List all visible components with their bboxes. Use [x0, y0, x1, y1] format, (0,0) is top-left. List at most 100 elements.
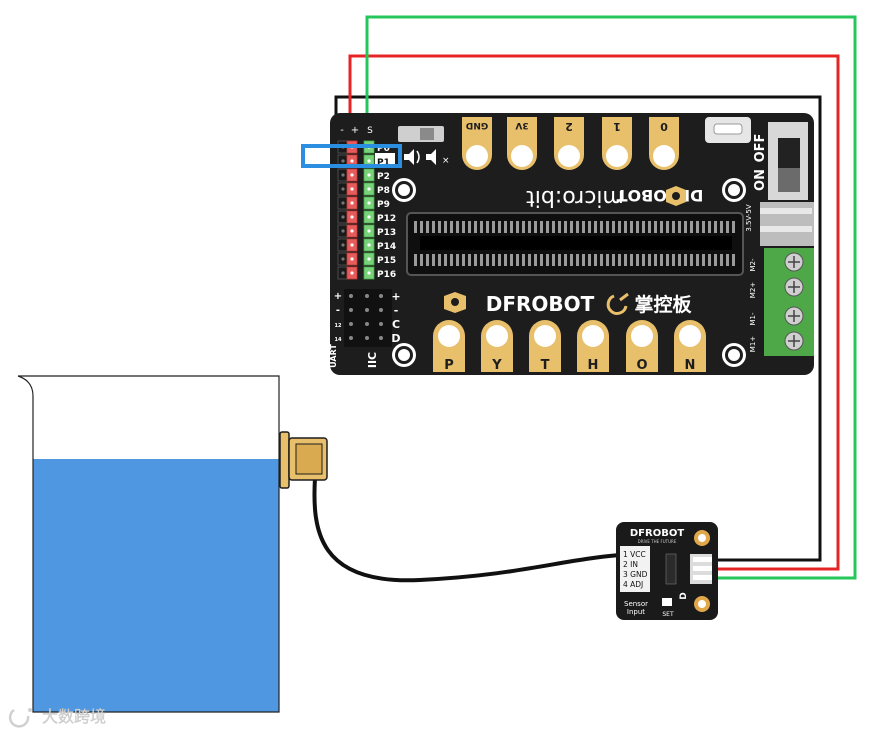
wire-black	[334, 95, 822, 562]
edge-pin	[552, 221, 555, 233]
sensor-pin-label: 3 GND	[623, 570, 648, 579]
header-pin-hole	[367, 243, 371, 247]
header-pin	[365, 294, 369, 298]
edge-pin	[498, 221, 501, 233]
edge-pin	[612, 254, 615, 266]
edge-pin	[588, 254, 591, 266]
header-pin	[349, 322, 353, 326]
header-pin-hole	[367, 201, 371, 205]
gold-pad-hole	[486, 325, 508, 347]
iic-pin-label: C	[392, 318, 400, 331]
edge-pin	[426, 254, 429, 266]
edge-pin	[522, 254, 525, 266]
edge-pin	[504, 254, 507, 266]
edge-pin	[576, 254, 579, 266]
edge-pin	[444, 221, 447, 233]
set-button[interactable]	[662, 598, 672, 606]
power-switch-lever-bottom	[778, 168, 800, 192]
edge-pin	[666, 221, 669, 233]
pad-letter: N	[685, 358, 696, 373]
uart-pin-label: +	[334, 291, 342, 302]
pin-label: P12	[377, 214, 396, 224]
voltage-label: 3.5V-5V	[745, 204, 753, 231]
header-pin-hole	[341, 243, 345, 247]
mpython-logo-icon	[606, 292, 629, 315]
edge-pin	[606, 221, 609, 233]
header-pin	[379, 336, 383, 340]
edge-pin	[558, 221, 561, 233]
probe-cable	[312, 477, 621, 583]
header-pin-hole	[341, 159, 345, 163]
edge-pin	[468, 221, 471, 233]
pad-label: 0	[660, 120, 668, 133]
header-pin	[379, 294, 383, 298]
edge-pin	[678, 221, 681, 233]
mount-hole-center	[728, 184, 740, 196]
power-on-label: ON	[753, 169, 768, 191]
p1-label-bg	[375, 153, 395, 165]
edge-pin	[732, 221, 735, 233]
edge-pin	[636, 221, 639, 233]
header-pin-hole	[367, 257, 371, 261]
edge-pin	[636, 254, 639, 266]
pin-label: P14	[377, 242, 396, 252]
gold-pad-hole	[606, 145, 628, 167]
edge-pin	[720, 254, 723, 266]
product-label: micro:bit	[526, 185, 624, 210]
header-pin-hole	[350, 229, 354, 233]
header-pin-hole	[350, 159, 354, 163]
pad-letter: O	[636, 358, 647, 373]
edge-pin	[462, 221, 465, 233]
edge-pin	[510, 221, 513, 233]
edge-pin	[474, 221, 477, 233]
edge-pin	[510, 254, 513, 266]
motor-label: M2+	[749, 282, 757, 298]
edge-pin	[714, 221, 717, 233]
edge-pin	[672, 221, 675, 233]
pad-label: GND	[466, 120, 488, 130]
power-off-label: OFF	[753, 134, 768, 163]
edge-pin	[468, 254, 471, 266]
sensor-input-connector	[620, 546, 650, 592]
edge-pin	[558, 254, 561, 266]
sensor-chip	[665, 553, 677, 585]
header-pin-hole	[341, 187, 345, 191]
mounting-holes	[392, 178, 746, 367]
pad-letter: H	[588, 358, 599, 373]
wire-red	[348, 54, 840, 571]
edge-pin	[690, 254, 693, 266]
sensor-tagline: DRIVE THE FUTURE	[638, 539, 677, 544]
edge-pin	[642, 221, 645, 233]
pin-label: P2	[377, 172, 390, 182]
edge-pin	[630, 221, 633, 233]
power-pin-1	[760, 208, 812, 214]
pin-label: P16	[377, 270, 396, 280]
gold-pad-hole	[558, 145, 580, 167]
edge-pin	[414, 221, 417, 233]
edge-pin	[684, 221, 687, 233]
edge-pin	[702, 254, 705, 266]
slide-switch-knob[interactable]	[420, 128, 434, 140]
pad-letter: P	[444, 358, 454, 373]
edge-pin	[594, 221, 597, 233]
edge-pin	[582, 254, 585, 266]
edge-pin	[420, 254, 423, 266]
header-pin-hole	[341, 201, 345, 205]
pin-label: P1	[377, 158, 390, 168]
iic-pin-label: +	[391, 290, 400, 303]
board-chinese-name: 掌控板	[634, 293, 692, 316]
wire-green	[365, 15, 857, 580]
header-s-label: S	[367, 126, 373, 136]
header-pin-hole	[367, 187, 371, 191]
edge-pin	[540, 221, 543, 233]
svg-text:×: ×	[442, 156, 450, 166]
edge-pin	[450, 254, 453, 266]
edge-pin	[690, 221, 693, 233]
edge-pin	[672, 254, 675, 266]
gold-pad-hole	[679, 325, 701, 347]
header-pin-hole	[350, 257, 354, 261]
edge-pin	[426, 221, 429, 233]
